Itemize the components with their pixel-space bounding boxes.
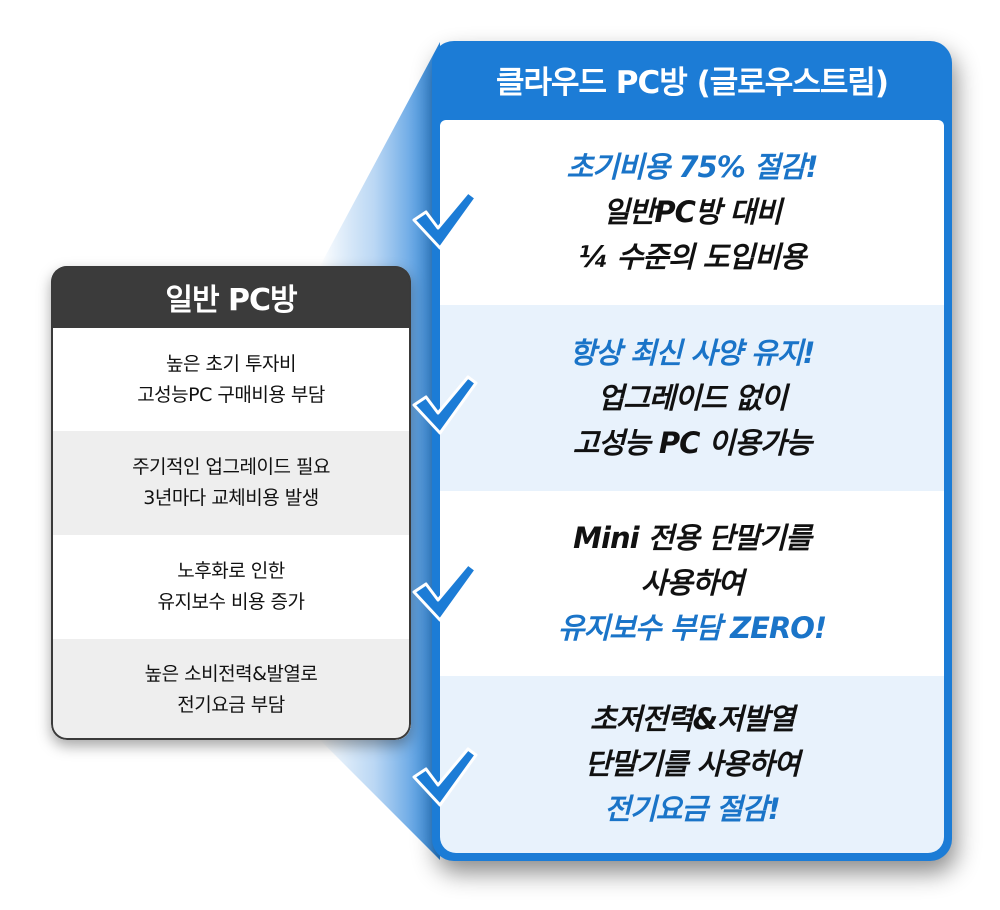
cloud-row-line: Mini 전용 단말기를 [573, 521, 812, 555]
cloud-row-latest-spec: 항상 최신 사양 유지! 업그레이드 없이 고성능 PC 이용가능 [440, 305, 944, 491]
cloud-row-highlight: 유지보수 부담 ZERO! [557, 611, 827, 645]
cloud-row-initial-cost: 초기비용 75% 절감! 일반PC방 대비 ¼ 수준의 도입비용 [440, 120, 944, 305]
cloud-row-power: 초저전력&저발열 단말기를 사용하여 전기요금 절감! [440, 676, 944, 853]
cloud-pc-bang-card: 클라우드 PC방 (글로우스트림) 초기비용 75% 절감! 일반PC방 대비 … [432, 41, 952, 861]
general-row-line: 주기적인 업그레이드 필요 [132, 456, 330, 478]
general-row-upgrade: 주기적인 업그레이드 필요 3년마다 교체비용 발생 [51, 431, 411, 535]
cloud-row-line: 초저전력&저발열 [589, 702, 795, 736]
general-row-line: 노후화로 인한 [177, 560, 285, 582]
general-row-power: 높은 소비전력&발열로 전기요금 부담 [51, 639, 411, 740]
cloud-row-line: ¼ 수준의 도입비용 [578, 240, 807, 274]
cloud-row-highlight: 전기요금 절감! [604, 792, 780, 826]
checkmark-icon [412, 745, 478, 809]
general-row-maintenance: 노후화로 인한 유지보수 비용 증가 [51, 535, 411, 639]
cloud-row-line: 단말기를 사용하여 [584, 747, 801, 781]
cloud-row-line: 사용하여 [640, 566, 745, 600]
checkmark-icon [412, 560, 478, 624]
cloud-row-line: 업그레이드 없이 [597, 380, 788, 415]
general-pc-bang-title: 일반 PC방 [51, 266, 411, 328]
cloud-row-line: 고성능 PC 이용가능 [572, 425, 812, 460]
general-pc-bang-card: 일반 PC방 높은 초기 투자비 고성능PC 구매비용 부담 주기적인 업그레이… [51, 266, 411, 740]
general-row-line: 높은 소비전력&발열로 [144, 662, 318, 685]
general-row-line: 전기요금 부담 [177, 693, 285, 716]
cloud-pc-bang-title: 클라우드 PC방 (글로우스트림) [495, 64, 889, 101]
cloud-row-highlight: 초기비용 75% 절감! [566, 150, 819, 184]
general-row-initial-cost: 높은 초기 투자비 고성능PC 구매비용 부담 [51, 328, 411, 431]
checkmark-icon [412, 188, 478, 252]
general-row-line: 높은 초기 투자비 [166, 352, 296, 375]
cloud-row-line: 일반PC방 대비 [602, 195, 782, 229]
checkmark-icon [412, 373, 478, 437]
cloud-pc-bang-body: 초기비용 75% 절감! 일반PC방 대비 ¼ 수준의 도입비용 항상 최신 사… [440, 120, 944, 853]
cloud-row-maintenance: Mini 전용 단말기를 사용하여 유지보수 부담 ZERO! [440, 491, 944, 676]
general-row-line: 고성능PC 구매비용 부담 [137, 383, 325, 406]
general-row-line: 3년마다 교체비용 발생 [143, 487, 319, 509]
general-row-line: 유지보수 비용 증가 [157, 591, 305, 613]
cloud-row-highlight: 항상 최신 사양 유지! [569, 335, 816, 370]
